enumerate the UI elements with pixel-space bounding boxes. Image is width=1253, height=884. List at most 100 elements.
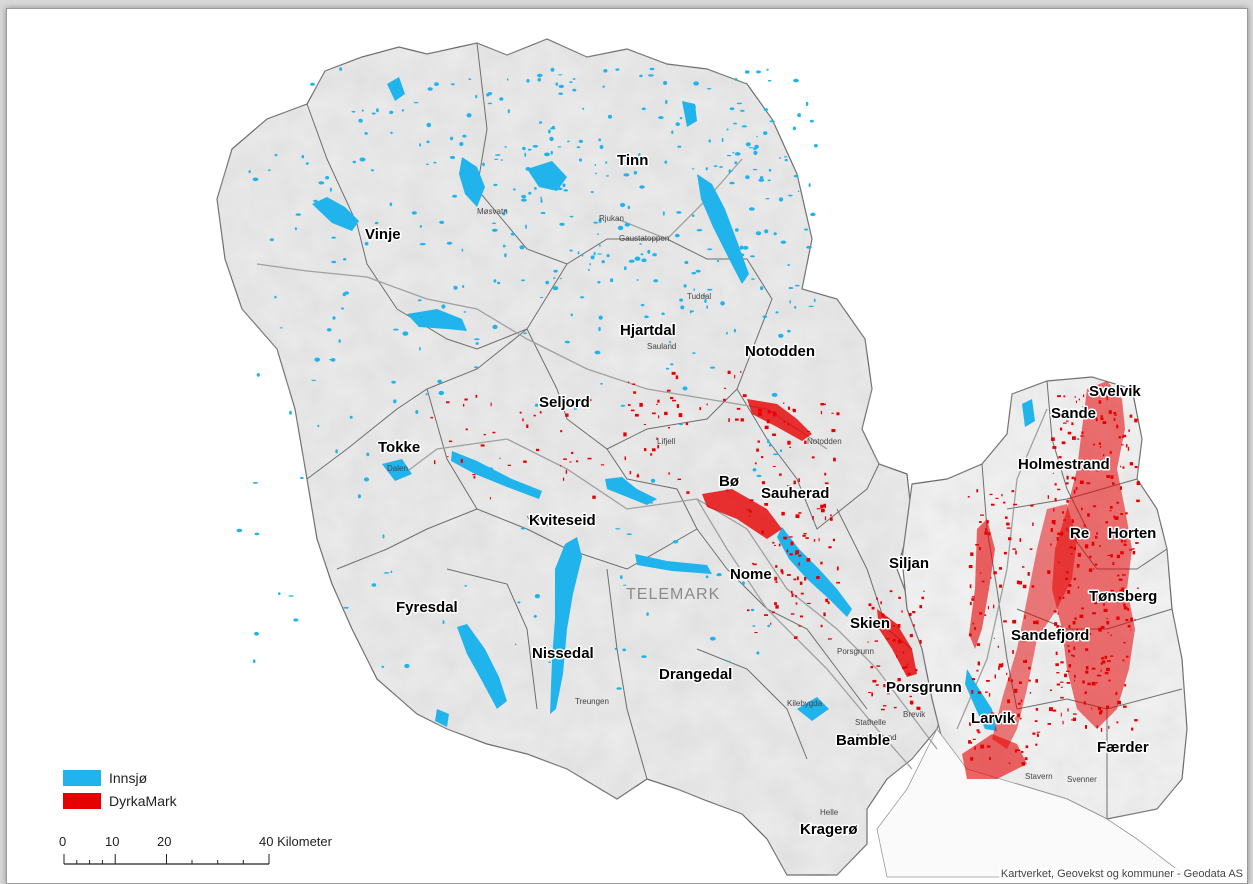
farmland-patch [1058, 561, 1060, 564]
farmland-patch [883, 705, 887, 707]
farmland-patch [1083, 701, 1086, 705]
small-lake [665, 367, 670, 370]
farmland-patch [772, 411, 776, 413]
label-horten: Horten [1108, 525, 1156, 542]
farmland-patch [827, 601, 830, 605]
farmland-patch [1095, 417, 1098, 420]
label-drangedal: Drangedal [659, 666, 732, 683]
farmland-patch [1019, 538, 1022, 542]
farmland-patch [774, 544, 776, 546]
small-lake [535, 176, 538, 179]
farmland-patch [968, 633, 972, 637]
small-lake [634, 256, 641, 261]
farmland-patch [805, 537, 809, 539]
farmland-patch [522, 418, 524, 422]
farmland-patch [1085, 648, 1089, 651]
farmland-patch [754, 462, 757, 465]
farmland-patch [798, 478, 800, 483]
small-lake [653, 279, 659, 283]
small-lake [450, 83, 455, 86]
small-lake [650, 478, 656, 483]
small-lake [342, 292, 346, 297]
farmland-patch [740, 371, 742, 373]
farmland-patch [872, 679, 877, 683]
small-lake [603, 69, 608, 73]
small-lake [748, 207, 755, 211]
farmland-patch [643, 424, 646, 425]
farmland-patch [1117, 574, 1120, 577]
farmland-patch [735, 418, 739, 421]
small-lake [374, 221, 379, 225]
farmland-patch [806, 558, 811, 562]
label-nome: Nome [730, 566, 772, 583]
label-fyresdal: Fyresdal [396, 599, 458, 616]
small-lake [768, 443, 772, 447]
farmland-patch [820, 403, 824, 406]
small-lake [393, 328, 399, 331]
small-lake [539, 296, 544, 299]
farmland-patch [970, 720, 975, 725]
farmland-patch [1118, 436, 1121, 439]
small-lake [540, 196, 542, 200]
farmland-patch [1071, 422, 1074, 426]
farmland-patch [1096, 467, 1099, 472]
small-lake [521, 194, 527, 199]
farmland-patch [472, 474, 476, 476]
small-lake [267, 169, 271, 172]
svg-text:Langesund: Langesund [857, 733, 897, 742]
farmland-patch [1105, 521, 1108, 524]
small-lake [404, 663, 410, 669]
farmland-patch [836, 412, 840, 416]
small-lake [278, 592, 281, 595]
farmland-patch [631, 409, 635, 412]
small-lake [524, 152, 527, 157]
farmland-patch [787, 406, 791, 410]
small-lake [713, 165, 718, 168]
small-lake [689, 310, 692, 314]
farmland-patch [1110, 655, 1114, 657]
farmland-patch [635, 413, 639, 417]
farmland-patch [1088, 415, 1092, 418]
farmland-patch [772, 433, 776, 436]
map-canvas[interactable]: TELEMARK Rjukan Gaustatoppen Møsvatn Tud… [7, 9, 1247, 883]
small-lake [789, 300, 791, 304]
small-lake [739, 245, 744, 250]
small-lake [744, 70, 750, 74]
small-lake [605, 161, 608, 164]
small-lake [338, 339, 341, 343]
small-lake [493, 279, 497, 283]
farmland-patch [1103, 608, 1108, 612]
farmland-patch [979, 572, 982, 574]
farmland-patch [728, 418, 730, 422]
small-lake [464, 585, 468, 587]
farmland-patch [1123, 606, 1128, 610]
legend-item-lake: Innsjø [63, 766, 177, 789]
small-lake [301, 155, 305, 159]
small-lake [420, 322, 423, 325]
small-lake [331, 260, 337, 264]
farmland-patch [986, 520, 989, 524]
small-lake [593, 221, 598, 224]
small-lake [788, 287, 794, 289]
farmland-patch [1117, 700, 1121, 705]
farmland-patch [988, 693, 991, 697]
farmland-patch [892, 638, 896, 642]
farmland-patch [1091, 681, 1096, 686]
farmland-patch [800, 592, 804, 595]
farmland-patch [909, 695, 912, 698]
small-lake [317, 424, 320, 428]
farmland-patch [1058, 456, 1062, 459]
farmland-patch [1028, 666, 1031, 670]
farmland-patch [1014, 688, 1018, 693]
farmland-patch [1130, 394, 1132, 397]
small-lake [254, 532, 260, 536]
farmland-patch [1022, 566, 1025, 568]
farmland-patch [1127, 608, 1129, 611]
farmland-patch [1074, 477, 1077, 481]
small-lake [491, 228, 498, 232]
small-lake [361, 109, 364, 112]
small-lake [463, 311, 467, 313]
farmland-patch [448, 440, 453, 443]
farmland-patch [974, 627, 977, 630]
telemark-region [216, 38, 948, 876]
